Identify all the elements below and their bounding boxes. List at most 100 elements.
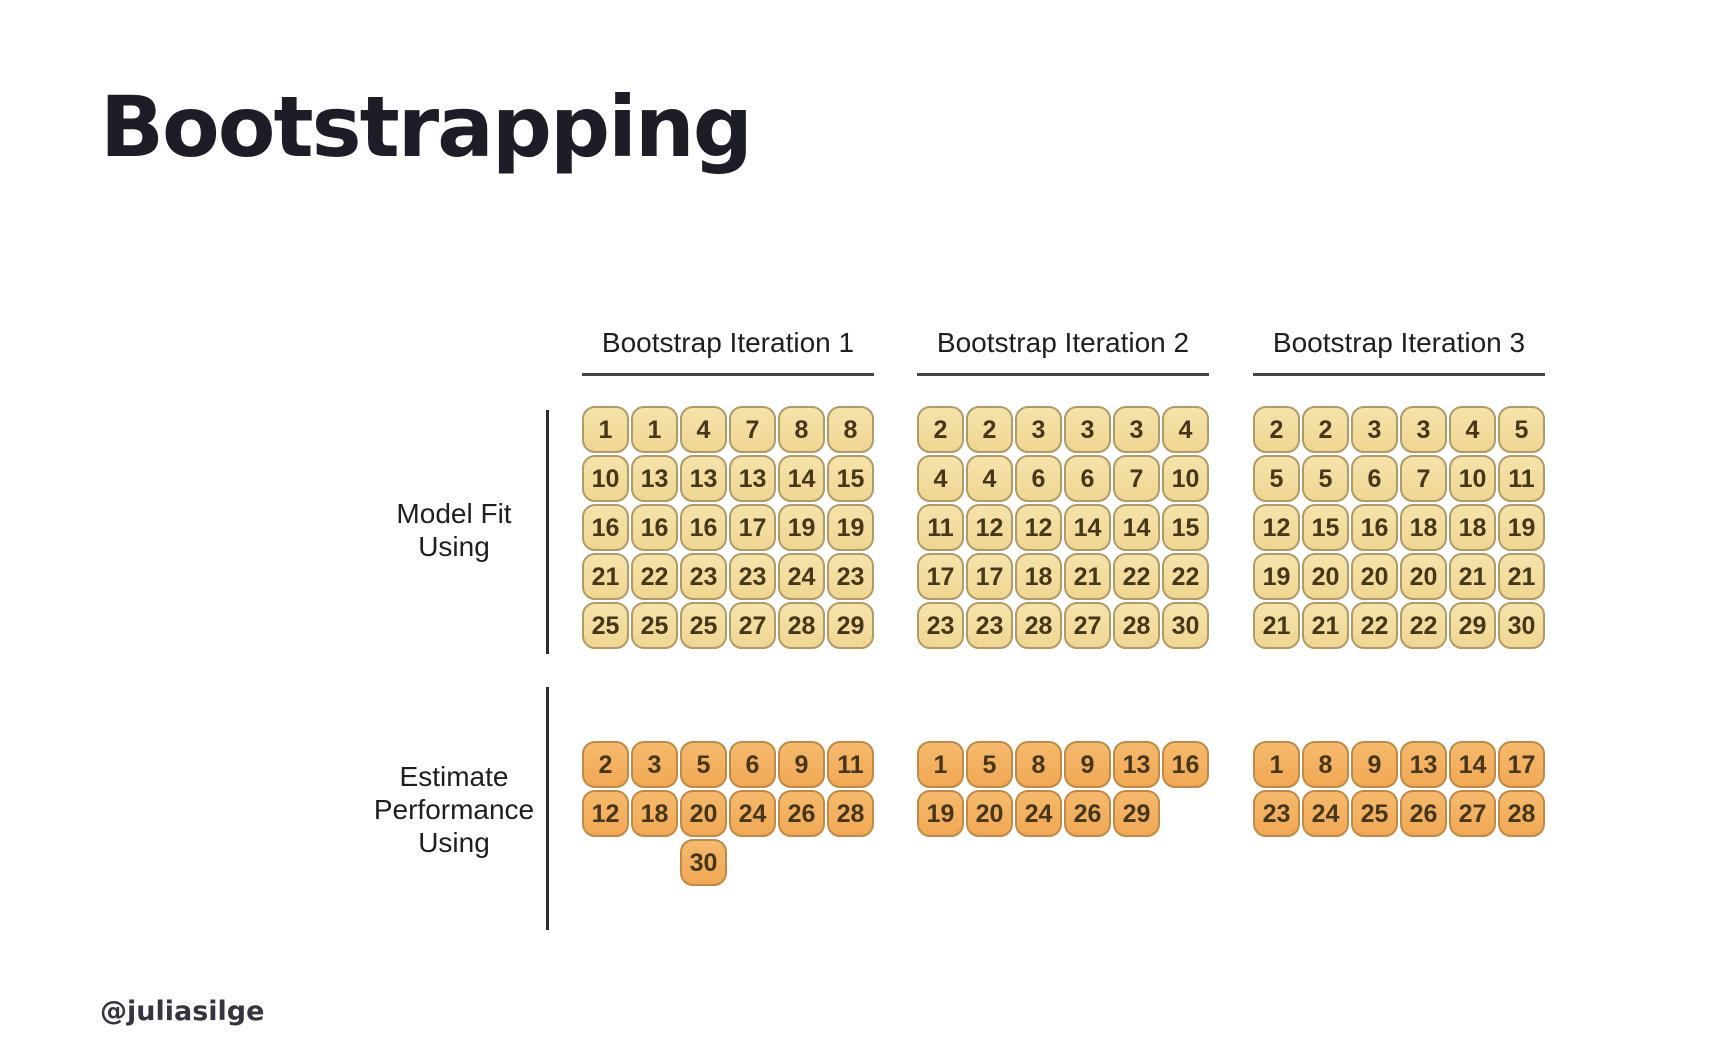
estimate-sample-tile: 26 (778, 790, 825, 837)
fit-sample-tile: 2 (966, 406, 1013, 453)
estimate-sample-tile: 26 (1400, 790, 1447, 837)
estimate-sample-tile: 16 (1162, 741, 1209, 788)
fit-sample-tile: 11 (917, 504, 964, 551)
estimate-sample-tile: 5 (680, 741, 727, 788)
fit-sample-tile: 16 (1351, 504, 1398, 551)
fit-sample-tile: 24 (778, 553, 825, 600)
estimate-sample-tile: 24 (1015, 790, 1062, 837)
fit-sample-tile: 20 (1351, 553, 1398, 600)
slide-title: Bootstrapping (100, 78, 753, 176)
estimate-sample-tile: 3 (631, 741, 678, 788)
fit-sample-tile: 17 (729, 504, 776, 551)
fit-sample-tile: 21 (1498, 553, 1545, 600)
fit-sample-tile: 22 (1400, 602, 1447, 649)
fit-sample-tile: 15 (1302, 504, 1349, 551)
fit-sample-tile: 16 (582, 504, 629, 551)
estimate-sample-tile: 14 (1449, 741, 1496, 788)
tile-row: 30 (582, 839, 874, 886)
fit-sample-tile: 3 (1015, 406, 1062, 453)
estimate-sample-tile: 8 (1015, 741, 1062, 788)
fit-sample-tile: 4 (1449, 406, 1496, 453)
iteration-1-header: Bootstrap Iteration 1 (601, 327, 855, 358)
tile-placeholder (1162, 790, 1209, 837)
fit-sample-tile: 15 (1162, 504, 1209, 551)
fit-sample-tile: 28 (1113, 602, 1160, 649)
model-fit-label: Model Fit Using (354, 497, 554, 563)
fit-sample-tile: 28 (778, 602, 825, 649)
estimate-sample-tile: 29 (1113, 790, 1160, 837)
fit-sample-tile: 16 (680, 504, 727, 551)
fit-sample-tile: 27 (729, 602, 776, 649)
estimate-label-line3: Using (418, 827, 490, 858)
fit-sample-tile: 17 (917, 553, 964, 600)
fit-sample-tile: 30 (1162, 602, 1209, 649)
fit-sample-tile: 22 (1162, 553, 1209, 600)
estimate-sample-tile: 5 (966, 741, 1013, 788)
model-fit-label-line1: Model Fit (396, 498, 512, 529)
estimate-divider-bar (546, 687, 549, 930)
estimate-label-line2: Performance (373, 794, 535, 825)
fit-sample-tile: 25 (680, 602, 727, 649)
iteration-3-underline (1253, 373, 1545, 376)
fit-sample-tile: 23 (917, 602, 964, 649)
estimate-sample-tile: 27 (1449, 790, 1496, 837)
fit-sample-tile: 20 (1400, 553, 1447, 600)
fit-sample-tile: 7 (1400, 455, 1447, 502)
fit-sample-tile: 4 (966, 455, 1013, 502)
iteration-3-header: Bootstrap Iteration 3 (1272, 327, 1526, 358)
estimate-sample-tile: 25 (1351, 790, 1398, 837)
fit-sample-tile: 19 (1253, 553, 1300, 600)
fit-sample-tile: 12 (966, 504, 1013, 551)
iteration-2-header: Bootstrap Iteration 2 (936, 327, 1190, 358)
fit-sample-tile: 12 (1253, 504, 1300, 551)
fit-sample-tile: 4 (917, 455, 964, 502)
fit-sample-tile: 28 (1015, 602, 1062, 649)
estimate-sample-tile: 26 (1064, 790, 1111, 837)
fit-sample-tile: 2 (917, 406, 964, 453)
fit-sample-tile: 2 (1253, 406, 1300, 453)
estimate-sample-tile: 1 (1253, 741, 1300, 788)
fit-sample-tile: 5 (1302, 455, 1349, 502)
estimate-sample-tile: 23 (1253, 790, 1300, 837)
estimate-sample-tile: 28 (827, 790, 874, 837)
fit-sample-tile: 10 (1449, 455, 1496, 502)
model-fit-divider-bar (546, 410, 549, 654)
estimate-sample-tile: 13 (1400, 741, 1447, 788)
author-handle: @juliasilge (100, 996, 265, 1027)
fit-sample-tile: 20 (1302, 553, 1349, 600)
estimate-sample-tile: 9 (1064, 741, 1111, 788)
fit-sample-tile: 21 (1253, 602, 1300, 649)
fit-sample-tile: 21 (582, 553, 629, 600)
fit-sample-tile: 14 (778, 455, 825, 502)
fit-sample-tile: 29 (827, 602, 874, 649)
fit-sample-tile: 1 (582, 406, 629, 453)
fit-sample-tile: 30 (1498, 602, 1545, 649)
estimate-sample-tile: 1 (917, 741, 964, 788)
fit-sample-tile: 6 (1015, 455, 1062, 502)
fit-sample-tile: 6 (1064, 455, 1111, 502)
fit-sample-tile: 13 (631, 455, 678, 502)
estimate-sample-tile: 20 (966, 790, 1013, 837)
estimate-sample-tile: 20 (680, 790, 727, 837)
estimate-sample-tile: 6 (729, 741, 776, 788)
estimate-sample-tile: 8 (1302, 741, 1349, 788)
fit-sample-tile: 25 (582, 602, 629, 649)
fit-sample-tile: 23 (827, 553, 874, 600)
